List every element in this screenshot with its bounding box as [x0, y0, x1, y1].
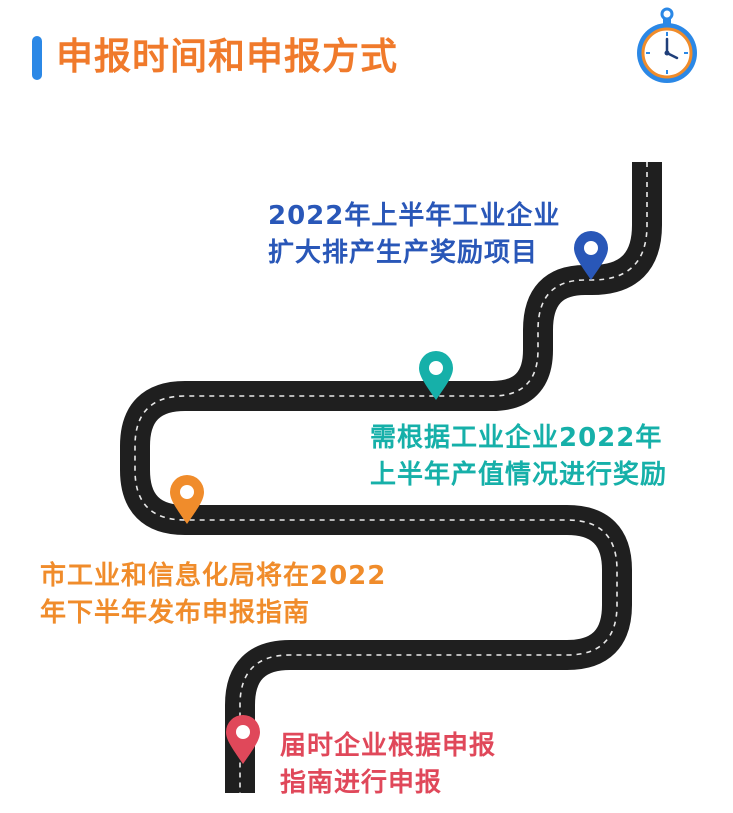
step-3-line-1: 市工业和信息化局将在2022 — [40, 561, 387, 591]
step-2-text: 需根据工业企业2022年 上半年产值情况进行奖励 — [370, 420, 667, 494]
stopwatch-icon — [637, 7, 697, 83]
step-2-line-1: 需根据工业企业2022年 — [370, 423, 663, 453]
map-pin-icon — [170, 475, 204, 524]
map-pin-icon — [226, 715, 260, 764]
step-4-line-2: 指南进行申报 — [280, 768, 443, 798]
step-3-line-2: 年下半年发布申报指南 — [40, 598, 311, 628]
step-4-line-1: 届时企业根据申报 — [280, 731, 497, 761]
step-1-line-1: 2022年上半年工业企业 — [268, 201, 561, 231]
map-pin-icon — [419, 351, 453, 400]
title-accent-bar — [32, 36, 42, 80]
page-title: 申报时间和申报方式 — [56, 35, 398, 78]
step-1-text: 2022年上半年工业企业 扩大排产生产奖励项目 — [268, 198, 560, 272]
step-4-text: 届时企业根据申报 指南进行申报 — [280, 728, 496, 802]
step-3-text: 市工业和信息化局将在2022 年下半年发布申报指南 — [40, 558, 386, 632]
map-pin-icon — [574, 231, 608, 280]
step-1-line-2: 扩大排产生产奖励项目 — [268, 238, 539, 268]
step-2-line-2: 上半年产值情况进行奖励 — [370, 460, 668, 490]
